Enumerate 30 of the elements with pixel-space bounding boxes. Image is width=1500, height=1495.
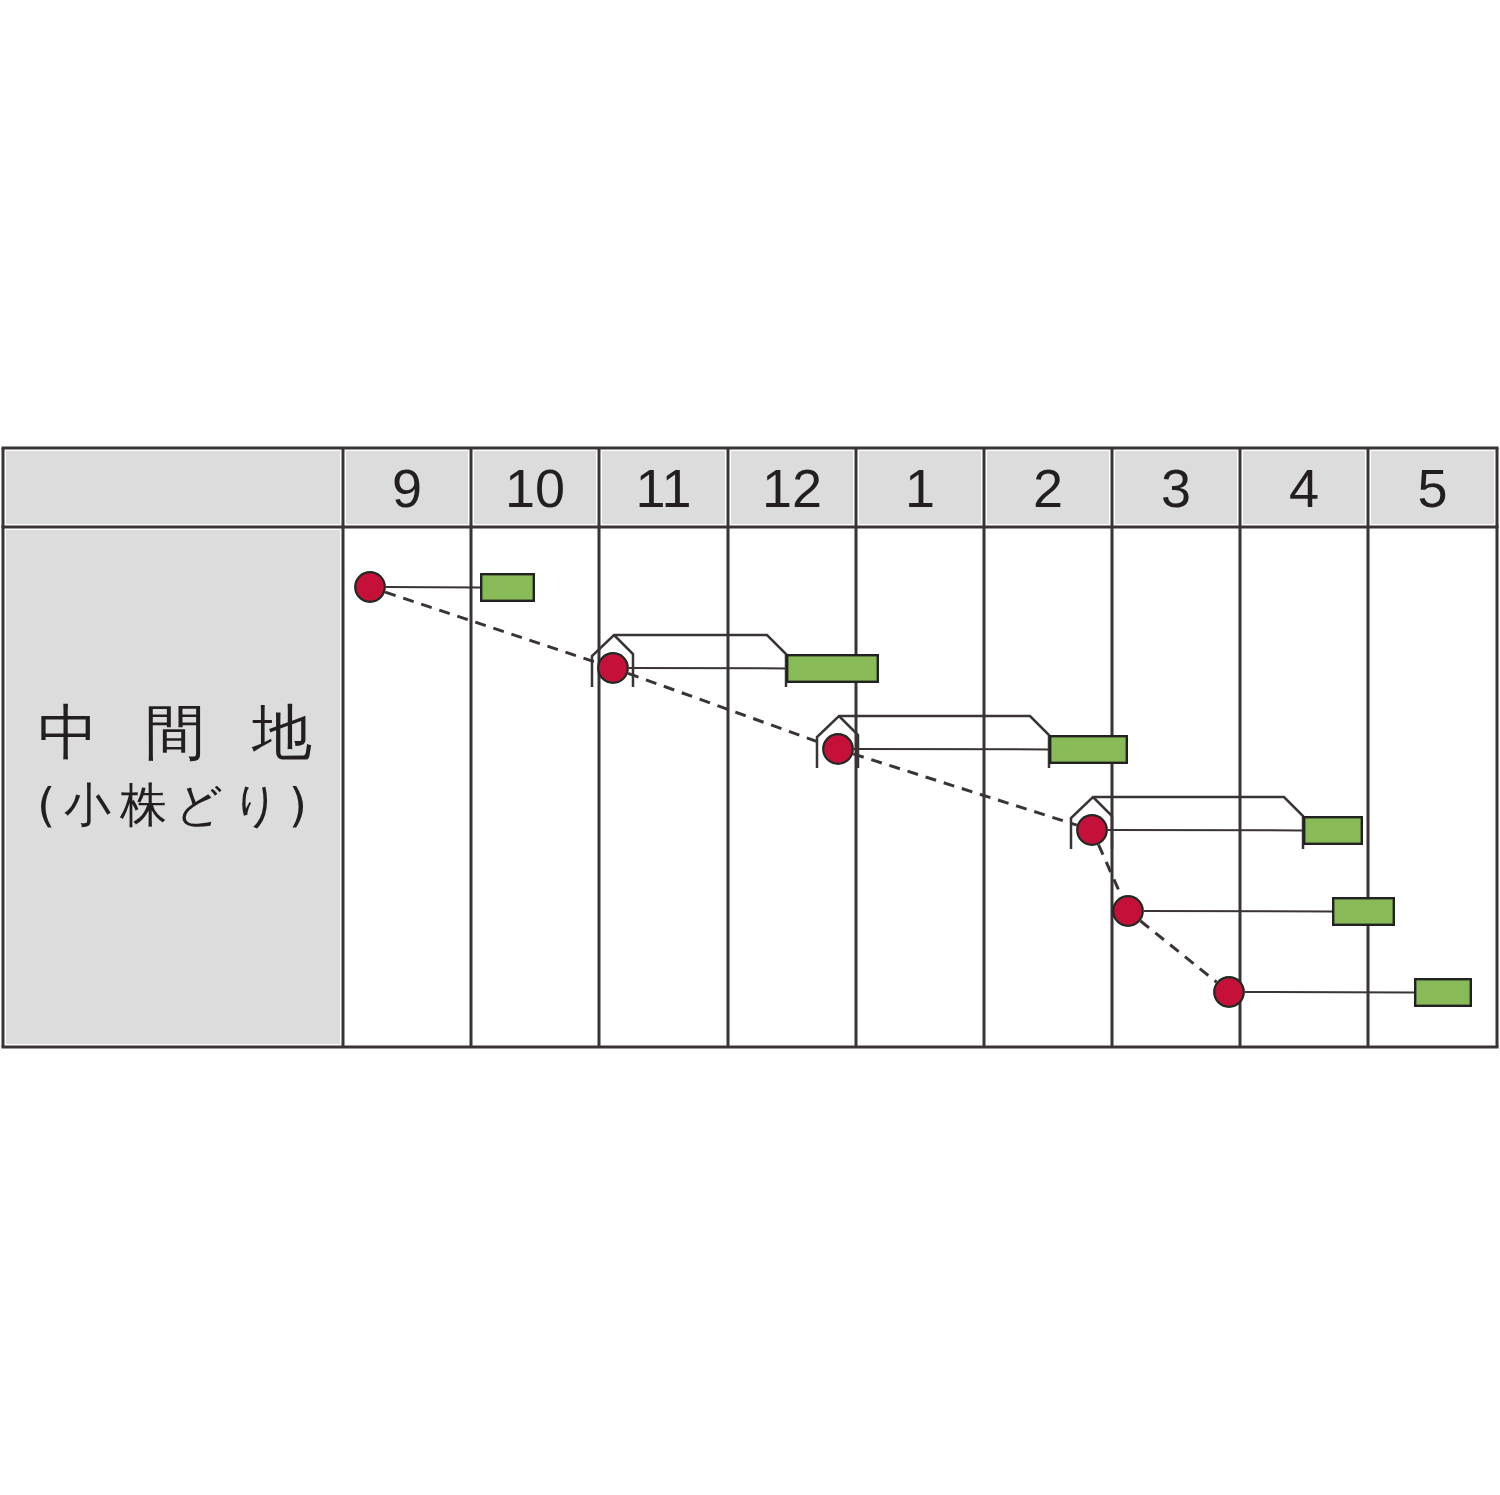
harvest-bar	[1332, 897, 1395, 926]
sowing-dot	[822, 733, 854, 765]
harvest-bar	[786, 654, 879, 683]
sowing-dot	[1076, 814, 1108, 846]
month-header: 5	[1371, 451, 1494, 524]
month-header: 10	[474, 451, 596, 524]
connector-line	[628, 667, 787, 670]
month-header: 1	[859, 451, 981, 524]
month-header: 3	[1115, 451, 1237, 524]
harvest-bar	[480, 573, 535, 602]
dashed-connector	[1139, 919, 1218, 984]
row-subtitle: (小株どり)	[37, 778, 307, 832]
month-header: 9	[346, 451, 468, 524]
harvest-bar	[1414, 978, 1472, 1007]
sowing-dot	[354, 571, 386, 603]
month-header: 11	[602, 451, 725, 524]
sowing-dot	[1213, 976, 1245, 1008]
connector-line	[1244, 991, 1415, 994]
sowing-dot	[597, 652, 629, 684]
month-header: 12	[731, 451, 853, 524]
connector-line	[385, 586, 481, 589]
connector-line	[1107, 829, 1304, 832]
month-header: 2	[987, 451, 1109, 524]
harvest-bar	[1049, 735, 1128, 764]
row-title: 中間地	[38, 701, 312, 763]
connector-line	[1143, 910, 1333, 913]
harvest-bar	[1303, 816, 1363, 845]
dashed-connector	[852, 752, 1078, 827]
month-header: 4	[1243, 451, 1365, 524]
sowing-dot	[1112, 895, 1144, 927]
